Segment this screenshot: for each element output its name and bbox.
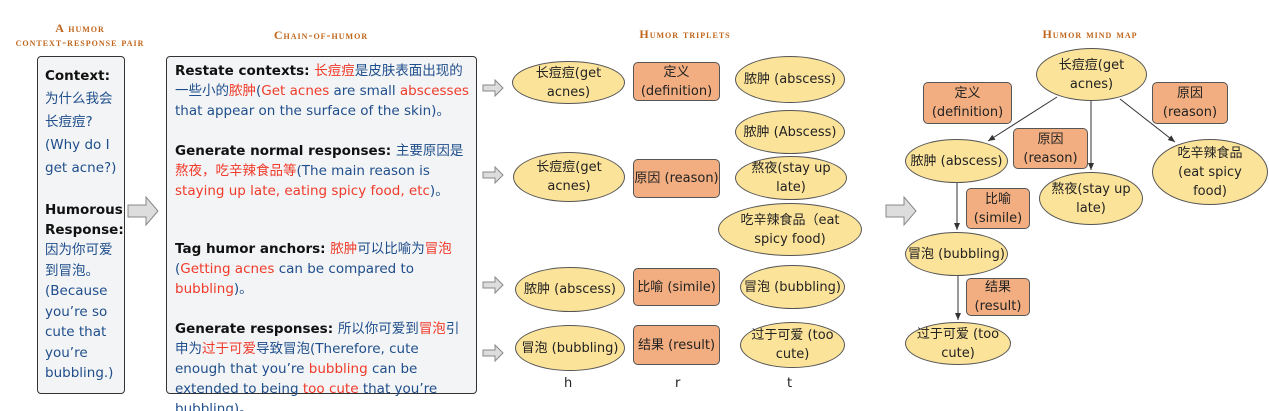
- big-arrow-icon: [885, 195, 917, 227]
- highlighted-text: 冒泡: [418, 321, 446, 337]
- mindmap-relation-result: 结果 (result): [966, 278, 1030, 316]
- big-arrow-icon: [127, 195, 159, 227]
- highlighted-text: Getting acnes: [180, 261, 275, 277]
- highlighted-text: bubbling: [308, 361, 368, 377]
- chain-step-text: 所以你可爱到: [337, 321, 419, 337]
- chain-step-label: Generate responses:: [175, 321, 338, 337]
- chain-step-text: 导致冒泡(Therefore, cute enough that you’re: [175, 341, 419, 377]
- chain-step: Generate responses: 所以你可爱到冒泡引申为过于可爱导致冒泡(…: [175, 319, 470, 411]
- triplet-tail: 吃辛辣食品（eat spicy food): [718, 203, 862, 256]
- mindmap-node-bubbling: 冒泡 (bubbling): [905, 232, 1008, 276]
- mindmap-relation-definition: 定义 (definition): [923, 82, 1012, 124]
- chain-step-text: )。: [429, 183, 449, 199]
- highlighted-text: 脓肿: [330, 241, 358, 257]
- chain-step-text: that appear on the surface of the skin)。: [175, 103, 450, 119]
- chain-step-text: are small: [329, 83, 400, 99]
- highlighted-text: 长痘痘: [314, 63, 355, 79]
- mindmap-relation-reason: 原因 (reason): [1013, 128, 1088, 169]
- triplet-relation: 比喻 (simile): [633, 268, 720, 306]
- triplet-head: 冒泡 (bubbling): [515, 325, 625, 371]
- chain-step: Restate contexts: 长痘痘是皮肤表面出现的一些小的脓肿(Get …: [175, 61, 470, 121]
- triplet-tail: 脓肿 (Abscess): [735, 110, 845, 154]
- highlighted-text: 过于可爱: [202, 341, 256, 357]
- triplet-relation: 结果 (result): [633, 325, 720, 365]
- edge-root-abscess: [987, 96, 1058, 142]
- highlighted-text: Get acnes: [261, 83, 330, 99]
- context-text: 为什么我会长痘痘?(Why do I get acne?): [45, 91, 117, 176]
- mindmap-node-too-cute: 过于可爱 (too cute): [905, 322, 1011, 365]
- pair-title-line2: context-response pair: [15, 35, 145, 49]
- chain-title: Chain-of-humor: [273, 28, 369, 42]
- chain-step-text: 可以比喻为: [357, 241, 425, 257]
- chain-step-text: (: [175, 261, 181, 277]
- highlighted-text: bubbling: [175, 281, 234, 297]
- axis-label-r: r: [675, 376, 681, 391]
- triplet-head: 脓肿 (abscess): [515, 267, 625, 312]
- chain-step-text: )。: [233, 281, 253, 297]
- triplet-tail: 熬夜(stay up late): [735, 156, 847, 200]
- chain-step-text: (: [256, 83, 262, 99]
- chain-step-text: 是皮肤表面出现的一些小的: [175, 63, 463, 99]
- response-label: Humorous Response:: [45, 202, 124, 238]
- chain-step: Tag humor anchors: 脓肿可以比喻为冒泡 (Getting acn…: [175, 239, 470, 299]
- triplet-relation: 原因 (reason): [633, 159, 720, 198]
- context-response-panel: Context: 为什么我会长痘痘?(Why do I get acne?) H…: [37, 56, 125, 394]
- chain-step-text: that you’re bubbling)。: [175, 381, 438, 411]
- chain-of-humor-panel: Restate contexts: 长痘痘是皮肤表面出现的一些小的脓肿(Get …: [166, 56, 477, 411]
- mindmap-root-node: 长痘痘(get acnes): [1036, 48, 1147, 101]
- mindmap-node-stay-up-late: 熬夜(stay up late): [1039, 172, 1143, 225]
- chain-step-label: Tag humor anchors:: [175, 241, 331, 257]
- chain-step-text: (The main reason is: [296, 163, 430, 179]
- triplet-tail: 脓肿 (abscess): [735, 56, 845, 103]
- chain-step-label: Generate normal responses:: [175, 143, 396, 159]
- triplets-title: Humor triplets: [639, 27, 731, 41]
- context-label: Context:: [45, 68, 110, 84]
- pair-title: A humor context-response pair: [0, 21, 160, 49]
- pair-title-line1: A humor: [55, 21, 105, 35]
- mindmap-title: Humor mind map: [1042, 27, 1138, 41]
- chain-step-text: 主要原因是: [395, 143, 464, 159]
- small-arrow-icon: [482, 165, 504, 185]
- highlighted-text: staying up late, eating spicy food, etc: [175, 183, 430, 199]
- chain-step-text: can be extended to being: [175, 361, 418, 397]
- mindmap-relation-reason: 原因 (reason): [1152, 82, 1228, 124]
- axis-label-t: t: [787, 376, 793, 391]
- highlighted-text: 脓肿: [229, 83, 256, 99]
- chain-step-label: Restate contexts:: [175, 63, 315, 79]
- highlighted-text: 冒泡: [424, 241, 452, 257]
- small-arrow-icon: [482, 275, 504, 295]
- response-text: 因为你可爱到冒泡。(Because you’re so cute that yo…: [45, 242, 114, 381]
- chain-step: Generate normal responses: 主要原因是熬夜，吃辛辣食品…: [175, 141, 470, 201]
- triplet-head: 长痘痘(get acnes): [512, 61, 625, 104]
- small-arrow-icon: [482, 343, 504, 363]
- chain-step-text: 引申为: [175, 321, 460, 357]
- mindmap-node-spicy-food: 吃辛辣食品 (eat spicy food): [1152, 139, 1268, 205]
- mindmap-relation-simile: 比喻 (simile): [966, 188, 1030, 229]
- highlighted-text: too cute: [302, 381, 359, 397]
- triplet-head: 长痘痘(get acnes): [513, 152, 625, 202]
- axis-label-h: h: [564, 376, 573, 391]
- mindmap-node-abscess: 脓肿 (abscess): [905, 139, 1008, 183]
- chain-step-text: can be compared to: [274, 261, 415, 277]
- highlighted-text: 熬夜，吃辛辣食品等: [175, 163, 297, 179]
- small-arrow-icon: [482, 78, 504, 98]
- edge-root-spicy: [1119, 98, 1176, 143]
- triplet-relation: 定义 (definition): [633, 62, 720, 101]
- highlighted-text: abscesses: [399, 83, 469, 99]
- triplet-tail: 过于可爱 (too cute): [740, 322, 845, 368]
- triplet-tail: 冒泡 (bubbling): [740, 265, 845, 309]
